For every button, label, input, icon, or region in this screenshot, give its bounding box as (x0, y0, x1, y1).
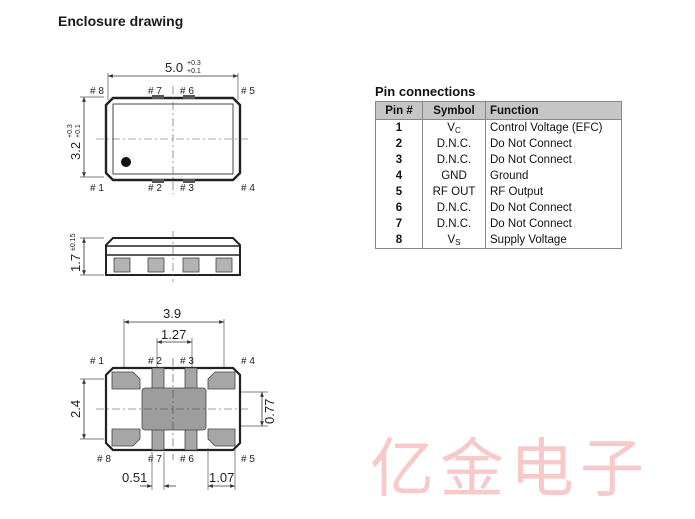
pin-number-cell: 5 (375, 184, 423, 200)
pin-label: # 2 (148, 356, 162, 367)
pin-number-cell: 3 (375, 152, 423, 168)
pin-label: # 3 (180, 183, 194, 194)
height-tol-minus: +0.1 (75, 124, 82, 138)
symbol-text: D.N.C. (436, 138, 472, 150)
pin-label: # 8 (97, 454, 111, 465)
side-body (105, 237, 241, 276)
pin1-marker-dot (121, 157, 131, 167)
column-header: Function (485, 101, 622, 120)
function-cell: RF Output (485, 184, 622, 200)
symbol-cell: D.N.C. (422, 152, 486, 168)
table-header-row: Pin # Symbol Function (375, 101, 622, 120)
symbol-text: D.N.C. (436, 202, 472, 214)
pin-label: # 1 (90, 356, 104, 367)
function-cell: Do Not Connect (485, 200, 622, 216)
pin-label: # 4 (241, 183, 255, 194)
table-row: 7 D.N.C. Do Not Connect (375, 216, 622, 232)
pin-label: # 3 (180, 356, 194, 367)
center-pad (141, 387, 207, 431)
pin-label: # 2 (148, 183, 162, 194)
pin-label: # 5 (241, 86, 255, 97)
symbol-cell: D.N.C. (422, 200, 486, 216)
pin-label: # 7 (148, 454, 162, 465)
pin-label: # 6 (180, 454, 194, 465)
pin-number-cell: 1 (375, 119, 423, 136)
side-height-tol: ±0.15 (70, 233, 77, 251)
pin-connections-title: Pin connections (375, 84, 476, 99)
symbol-text: V (447, 233, 456, 246)
pin-label: # 4 (241, 356, 255, 367)
symbol-cell: VS (422, 232, 486, 249)
footprint-view: 3.9 1.27 2.4 0.77 # 1 # 2 (68, 306, 277, 490)
footprint-pad-dim: 0.77 (262, 399, 277, 424)
symbol-cell: D.N.C. (422, 136, 486, 152)
pin-number-cell: 8 (375, 232, 423, 249)
side-view: 1.7 ±0.15 (68, 231, 241, 282)
function-cell: Do Not Connect (485, 216, 622, 232)
pin-number-cell: 4 (375, 168, 423, 184)
symbol-subscript: C (454, 125, 461, 135)
pin-label: # 6 (180, 86, 194, 97)
table-row: 4 GND Ground (375, 168, 622, 184)
top-view: 5.0 +0.3 +0.1 3.2 +0.3 +0.1 # 8 # 7 # 6 … (67, 60, 255, 194)
symbol-cell: GND (422, 168, 486, 184)
function-cell: Do Not Connect (485, 152, 622, 168)
pin-number-cell: 2 (375, 136, 423, 152)
width-dimension: 5.0 (165, 60, 183, 75)
footprint-height: 2.4 (68, 400, 83, 418)
function-cell: Control Voltage (EFC) (485, 119, 622, 136)
pin-label: # 1 (90, 183, 104, 194)
width-tol-minus: +0.1 (187, 68, 201, 75)
footprint-side-pad: 1.07 (209, 470, 234, 485)
pin-number-cell: 6 (375, 200, 423, 216)
table-row: 6 D.N.C. Do Not Connect (375, 200, 622, 216)
symbol-subscript: S (455, 237, 461, 247)
side-height-dimension: 1.7 (68, 254, 83, 272)
function-cell: Ground (485, 168, 622, 184)
height-tol-plus: +0.3 (67, 124, 74, 138)
symbol-cell: RF OUT (422, 184, 486, 200)
symbol-text: V (447, 121, 455, 134)
symbol-cell: D.N.C. (422, 216, 486, 232)
table-row: 2 D.N.C. Do Not Connect (375, 136, 622, 152)
column-header: Symbol (422, 101, 486, 120)
symbol-cell: VC (422, 119, 486, 136)
footprint-pad-width: 0.51 (122, 470, 147, 485)
symbol-text: D.N.C. (436, 218, 472, 230)
watermark-text: 亿金电子 (370, 433, 650, 507)
symbol-text: GND (441, 170, 467, 182)
column-header: Pin # (375, 101, 423, 120)
footprint-total-width: 3.9 (163, 306, 181, 321)
table-row: 3 D.N.C. Do Not Connect (375, 152, 622, 168)
function-cell: Do Not Connect (485, 136, 622, 152)
page-title: Enclosure drawing (58, 13, 184, 29)
table-row: 5 RF OUT RF Output (375, 184, 622, 200)
height-dimension: 3.2 (68, 142, 83, 160)
width-tol-plus: +0.3 (187, 60, 201, 67)
symbol-text: RF OUT (432, 186, 476, 198)
symbol-text: D.N.C. (436, 154, 472, 166)
pin-number-cell: 7 (375, 216, 423, 232)
footprint-pitch: 1.27 (161, 327, 186, 342)
function-cell: Supply Voltage (485, 232, 622, 249)
pin-label: # 8 (90, 86, 104, 97)
pin-label: # 5 (241, 454, 255, 465)
pin-label: # 7 (148, 86, 162, 97)
